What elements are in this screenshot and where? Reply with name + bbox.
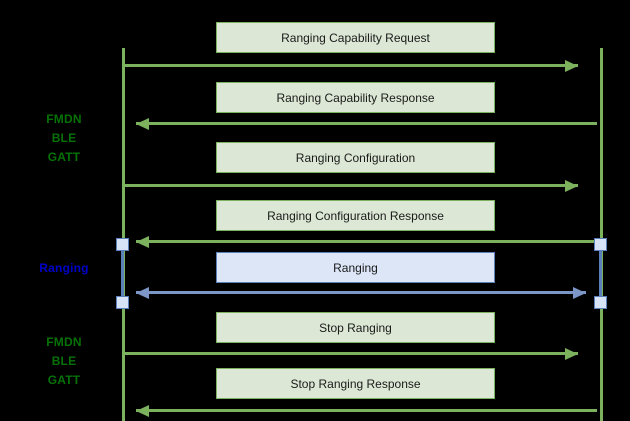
right-lifeline bbox=[600, 48, 603, 421]
arrowhead-left-ranging-capability-response bbox=[136, 117, 149, 130]
arrowhead-right-stop-ranging bbox=[565, 347, 578, 360]
message-arrow-ranging bbox=[136, 291, 586, 294]
arrowhead-right-ranging bbox=[573, 286, 586, 299]
message-box-ranging-capability-response: Ranging Capability Response bbox=[216, 82, 495, 113]
phase-label-ranging: Ranging bbox=[39, 261, 89, 275]
arrowhead-left-stop-ranging-response bbox=[136, 404, 149, 417]
arrowhead-left-ranging bbox=[136, 286, 149, 299]
message-arrow-ranging-configuration-response bbox=[136, 240, 597, 243]
left-lifeline bbox=[122, 48, 125, 421]
message-box-ranging-capability-request: Ranging Capability Request bbox=[216, 22, 495, 53]
right-activation-bottom bbox=[594, 296, 607, 309]
arrowhead-right-ranging-capability-request bbox=[565, 59, 578, 72]
message-box-ranging: Ranging bbox=[216, 252, 495, 283]
message-box-ranging-configuration: Ranging Configuration bbox=[216, 142, 495, 173]
phase-label-fmdn-top: FMDN BLE GATT bbox=[46, 112, 82, 164]
left-activation-bar bbox=[121, 249, 124, 298]
left-activation-top bbox=[116, 238, 129, 251]
message-arrow-stop-ranging bbox=[125, 352, 578, 355]
message-box-stop-ranging: Stop Ranging bbox=[216, 312, 495, 343]
message-arrow-ranging-configuration bbox=[125, 184, 578, 187]
message-arrow-ranging-capability-request bbox=[125, 64, 578, 67]
message-box-stop-ranging-response: Stop Ranging Response bbox=[216, 368, 495, 399]
phase-label-fmdn-bottom: FMDN BLE GATT bbox=[46, 335, 82, 387]
right-activation-bar bbox=[599, 249, 602, 298]
message-arrow-ranging-capability-response bbox=[136, 122, 597, 125]
arrowhead-right-ranging-configuration bbox=[565, 179, 578, 192]
message-box-ranging-configuration-response: Ranging Configuration Response bbox=[216, 200, 495, 231]
message-arrow-stop-ranging-response bbox=[136, 409, 597, 412]
left-activation-bottom bbox=[116, 296, 129, 309]
right-activation-top bbox=[594, 238, 607, 251]
arrowhead-left-ranging-configuration-response bbox=[136, 235, 149, 248]
